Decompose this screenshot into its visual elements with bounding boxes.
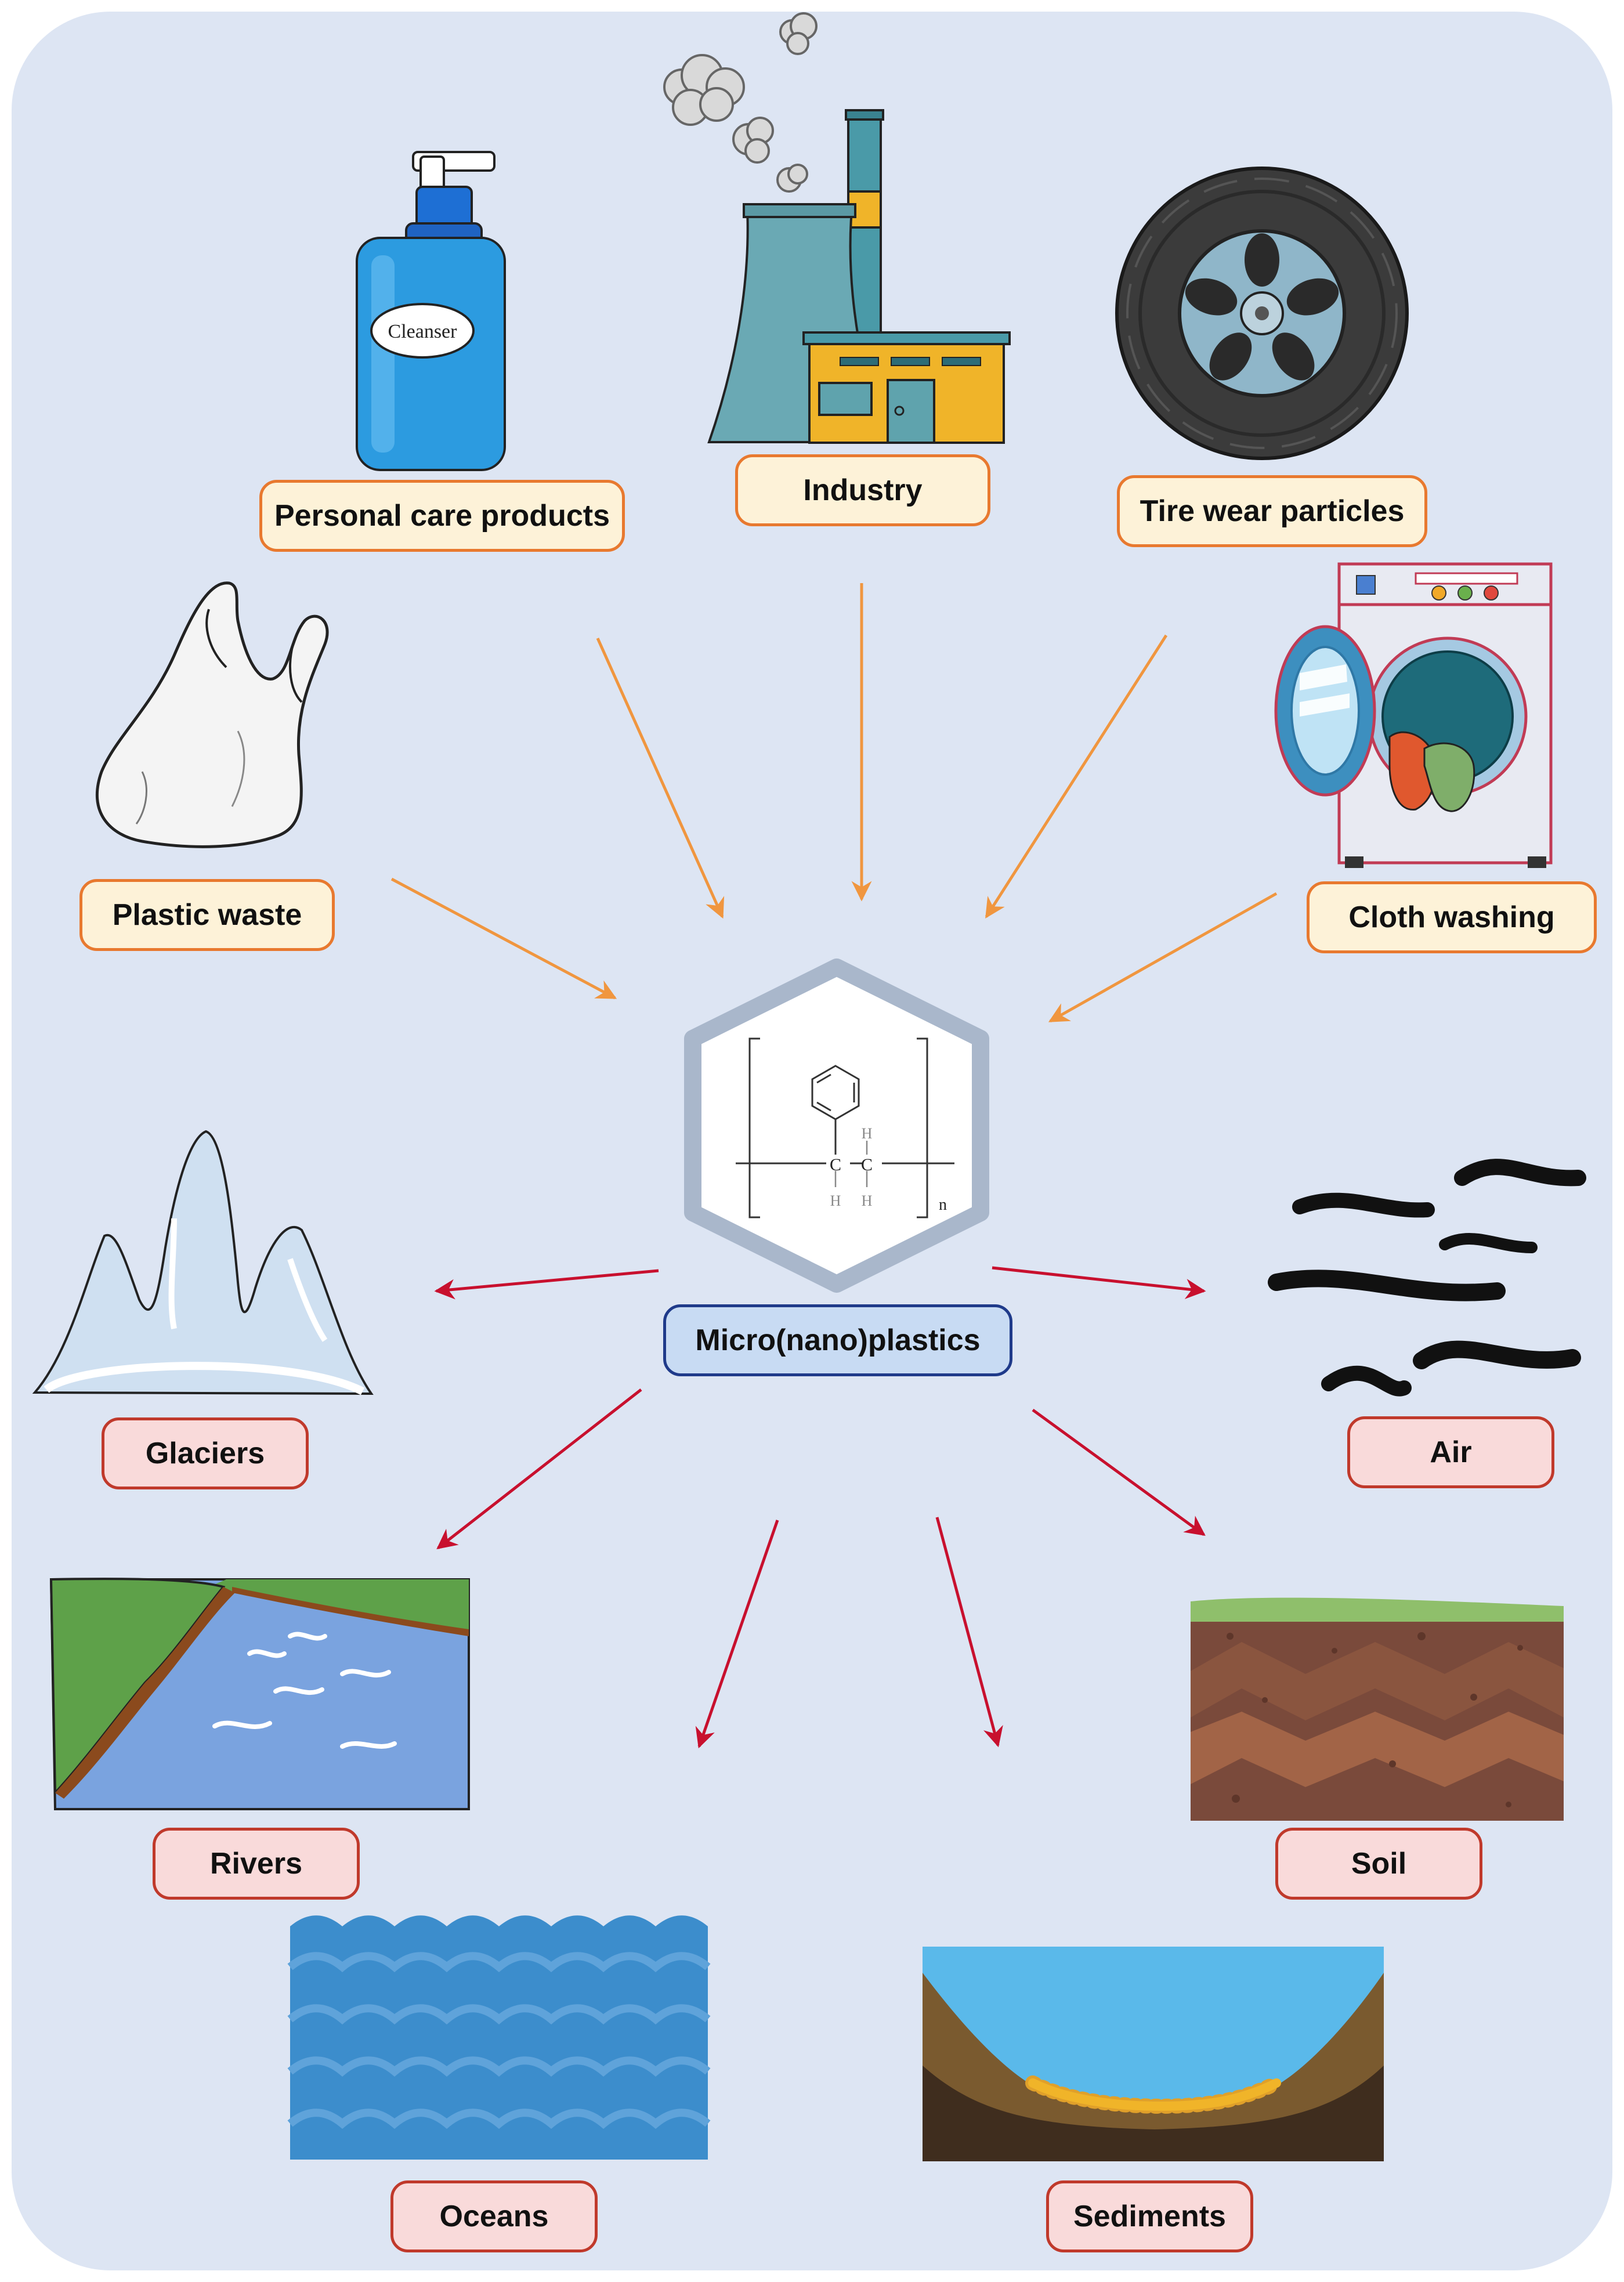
destination-label-air: Air <box>1347 1416 1554 1488</box>
source-label-industry: Industry <box>735 454 990 526</box>
hydrogen-atom-3: H <box>862 1192 873 1209</box>
hydrogen-atom-1: H <box>830 1192 841 1209</box>
cleanser-bottle-icon: Cleanser <box>356 151 506 471</box>
destination-label-sediments: Sediments <box>1046 2180 1253 2252</box>
polymer-subscript-n: n <box>939 1196 947 1214</box>
hydrogen-atom-2: H <box>862 1125 873 1142</box>
plastic-bag-icon <box>95 581 329 848</box>
sediment-icon <box>923 1947 1384 2161</box>
tire-icon <box>1115 167 1409 460</box>
arrow-personal-care-to-center <box>596 637 725 919</box>
soil-icon <box>1191 1597 1564 1821</box>
source-label-cloth-washing: Cloth washing <box>1307 881 1597 953</box>
arrow-center-to-rivers <box>436 1388 642 1550</box>
arrow-center-to-glaciers <box>434 1269 659 1300</box>
destination-label-soil: Soil <box>1275 1828 1482 1900</box>
arrow-center-to-air <box>992 1266 1206 1299</box>
arrow-center-to-oceans <box>695 1520 779 1749</box>
polystyrene-structure-icon: C C H H H n <box>684 959 989 1293</box>
arrow-tire-to-center <box>985 634 1168 918</box>
bottle-label: Cleanser <box>388 321 458 342</box>
ocean-icon <box>287 1915 711 2160</box>
source-label-personal-care-products: Personal care products <box>259 480 625 552</box>
center-label-micro-nano-plastics: Micro(nano)plastics <box>663 1304 1012 1376</box>
destination-label-oceans: Oceans <box>390 2180 598 2252</box>
arrow-center-to-soil <box>1032 1408 1206 1536</box>
air-wind-icon <box>1268 1159 1586 1397</box>
destination-label-glaciers: Glaciers <box>102 1417 309 1489</box>
source-label-plastic-waste: Plastic waste <box>79 879 335 951</box>
arrow-center-to-sediments <box>935 1517 1003 1748</box>
source-label-tire-wear-particles: Tire wear particles <box>1117 475 1427 547</box>
carbon-atom-1: C <box>830 1155 841 1174</box>
glacier-icon <box>32 1130 374 1395</box>
river-icon <box>49 1578 470 1810</box>
arrow-plastic-waste-to-center <box>390 877 617 1000</box>
arrow-cloth-washing-to-center <box>1048 892 1278 1023</box>
washing-machine-icon <box>1274 562 1553 868</box>
factory-icon <box>663 12 1011 444</box>
destination-label-rivers: Rivers <box>153 1828 360 1900</box>
carbon-atom-2: C <box>861 1155 873 1174</box>
